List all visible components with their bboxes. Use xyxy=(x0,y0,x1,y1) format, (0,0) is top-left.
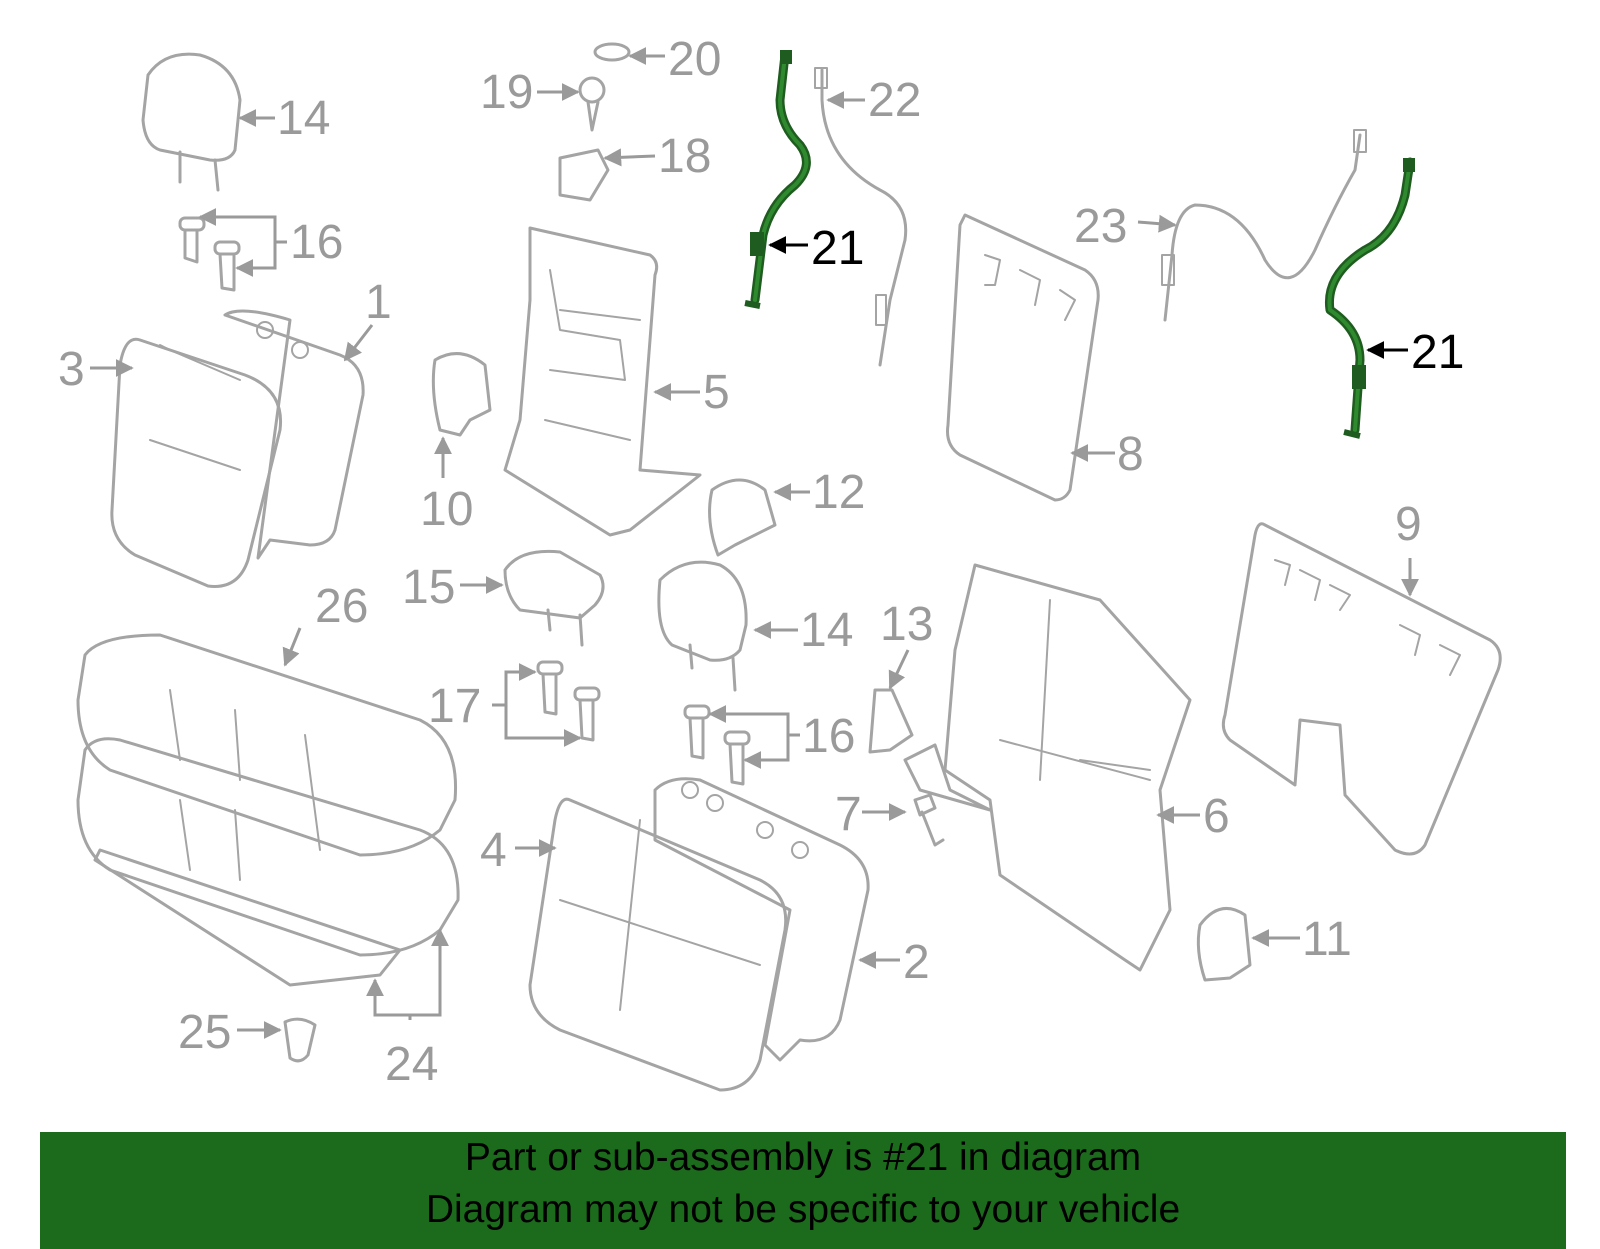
callout-17: 17 xyxy=(428,680,481,733)
callout-labels: 14 16 1 3 10 5 20 19 18 22 21 23 21 8 12… xyxy=(58,33,1464,1091)
callout-2: 2 xyxy=(903,936,930,989)
callout-1: 1 xyxy=(365,276,392,329)
banner-line-2: Diagram may not be specific to your vehi… xyxy=(425,1188,1181,1231)
callout-8: 8 xyxy=(1117,428,1144,481)
cover-part-10 xyxy=(431,352,492,437)
callout-21-right: 21 xyxy=(1411,326,1464,379)
parts-18-19-20 xyxy=(558,42,631,202)
callout-15: 15 xyxy=(402,561,455,614)
callout-22: 22 xyxy=(868,74,921,127)
banner-line-1: Part or sub-assembly is #21 in diagram xyxy=(464,1136,1142,1179)
callout-13: 13 xyxy=(880,598,933,651)
callout-12: 12 xyxy=(812,466,865,519)
callout-10: 10 xyxy=(420,483,473,536)
callout-24: 24 xyxy=(385,1038,438,1091)
cover-part-12 xyxy=(708,478,777,557)
callout-7: 7 xyxy=(835,788,862,841)
callout-11: 11 xyxy=(1302,913,1352,966)
callout-5: 5 xyxy=(703,366,730,419)
cable-part-22 xyxy=(814,67,908,367)
headrest-part-14-lower xyxy=(657,560,748,692)
leader-lines xyxy=(90,47,1419,1039)
callout-3: 3 xyxy=(58,343,85,396)
cable-part-21-left xyxy=(744,50,811,309)
callout-16-upper: 16 xyxy=(290,216,343,269)
guide-clips-part-17 xyxy=(536,660,601,742)
cable-part-23 xyxy=(1161,129,1367,322)
headrest-part-14-upper xyxy=(141,52,242,192)
callout-21-left: 21 xyxy=(811,222,864,275)
callout-26: 26 xyxy=(315,580,368,633)
guide-clips-part-16-upper xyxy=(178,216,241,292)
seat-back-part-3 xyxy=(110,337,283,588)
info-banner: Part or sub-assembly is #21 in diagram D… xyxy=(40,1132,1566,1249)
bracket-part-13 xyxy=(868,688,914,754)
panel-part-8 xyxy=(946,213,1100,502)
guide-clips-part-16-lower xyxy=(683,704,751,786)
callout-19: 19 xyxy=(480,66,533,119)
callout-20: 20 xyxy=(668,33,721,86)
bolt-part-7 xyxy=(913,793,945,847)
seat-frame-part-6 xyxy=(903,563,1192,972)
callout-25: 25 xyxy=(178,1006,231,1059)
cover-part-11 xyxy=(1196,906,1252,982)
callout-14-lower: 14 xyxy=(800,604,853,657)
cable-part-21-right xyxy=(1324,157,1415,439)
callout-6: 6 xyxy=(1203,790,1230,843)
seat-back-part-1 xyxy=(223,309,365,560)
panel-part-9 xyxy=(1221,522,1502,856)
headrest-part-15 xyxy=(503,549,605,647)
callout-23: 23 xyxy=(1074,200,1127,253)
callout-18: 18 xyxy=(658,130,711,183)
seat-cushion-part-26 xyxy=(76,633,460,987)
clip-part-25 xyxy=(283,1017,317,1063)
callout-16-lower: 16 xyxy=(802,710,855,763)
seat-back-part-2 xyxy=(653,777,870,1062)
callout-14-upper: 14 xyxy=(277,92,330,145)
callout-9: 9 xyxy=(1395,498,1422,551)
seat-frame-part-5 xyxy=(503,226,702,537)
callout-4: 4 xyxy=(480,824,507,877)
